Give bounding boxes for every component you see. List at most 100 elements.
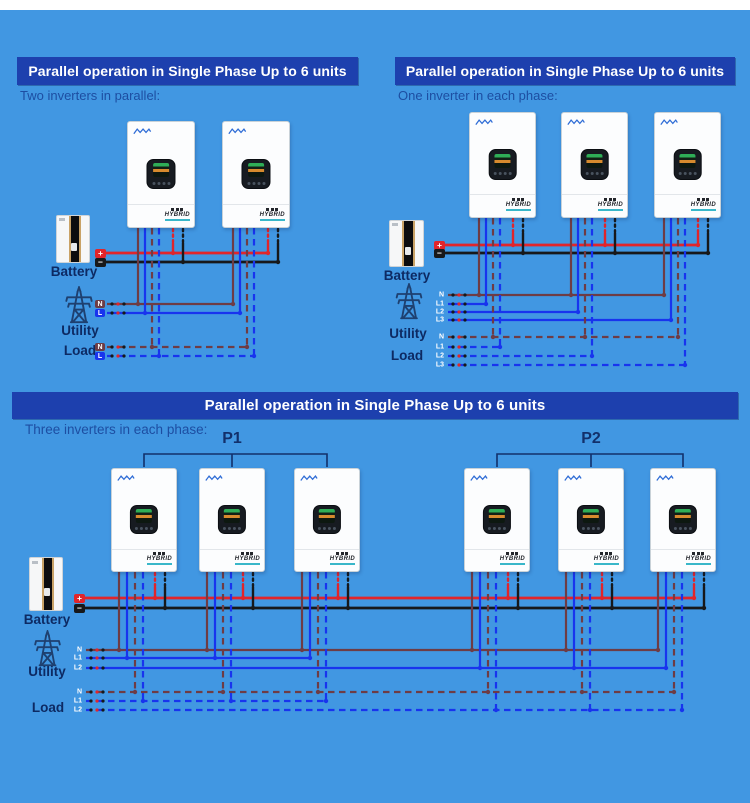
hybrid-badge: HYBRID (499, 551, 526, 565)
tagline-bar (146, 563, 173, 565)
inverter-screen (223, 509, 241, 523)
inverter-unit: HYBRID (199, 468, 265, 572)
inverter-display (146, 158, 176, 190)
wire-label: L3 (435, 316, 444, 324)
brand-glyphs-icon (686, 551, 711, 555)
brand-logo-icon (133, 127, 152, 134)
tagline-bar (234, 563, 261, 565)
tagline-bar (499, 563, 526, 565)
display-buttons-icon (582, 527, 600, 531)
display-buttons-icon (318, 527, 336, 531)
inverter-display (580, 149, 609, 180)
brand-logo-icon (567, 118, 586, 125)
utility-tower-icon (31, 628, 64, 667)
panel-seam (655, 194, 720, 196)
brand-glyphs-icon (691, 197, 716, 201)
panel-seam (562, 194, 627, 196)
tagline-bar (685, 563, 712, 565)
inverter-display (576, 504, 606, 535)
inverter-screen (135, 509, 153, 523)
panel-seam (112, 548, 176, 550)
panel-seam (559, 548, 623, 550)
subtitle-top-right: One inverter in each phase: (398, 88, 558, 103)
display-buttons-icon (152, 182, 170, 186)
inverter-unit: HYBRID (111, 468, 177, 572)
utility-caption: Utility (28, 664, 66, 679)
wire-label: L1 (435, 343, 444, 351)
subtitle-bottom: Three inverters in each phase: (25, 422, 208, 437)
wire-label: L1 (73, 654, 82, 662)
battery-stripe (68, 216, 82, 262)
hybrid-badge: HYBRID (690, 197, 717, 211)
display-buttons-icon (585, 172, 604, 176)
inverter-screen (586, 154, 603, 168)
wire-label: L1 (73, 697, 82, 705)
battery-label-mark (32, 560, 39, 564)
inverter-screen (674, 509, 692, 523)
wire-label: L1 (435, 300, 444, 308)
inverter-display (312, 504, 342, 535)
display-buttons-icon (488, 527, 506, 531)
battery-caption: Battery (383, 268, 431, 283)
inverter-screen (494, 154, 511, 168)
brand-glyphs-icon (598, 197, 623, 201)
battery-terminal-chip: − (95, 257, 106, 267)
panel-title-top-right: Parallel operation in Single Phase Up to… (395, 57, 735, 85)
tagline-bar (690, 209, 717, 211)
inverter-display (482, 504, 512, 535)
panel-seam (465, 548, 529, 550)
hybrid-label: HYBRID (259, 211, 286, 218)
battery-unit (29, 557, 63, 611)
hybrid-badge: HYBRID (164, 207, 191, 221)
inverter-display (129, 504, 159, 535)
wire-label-chip: L (95, 309, 105, 317)
brand-logo-icon (117, 474, 135, 481)
inverter-display (673, 149, 702, 180)
brand-glyphs-icon (165, 207, 190, 211)
inverter-screen (488, 509, 506, 523)
inverter-screen (152, 163, 170, 178)
tagline-bar (597, 209, 624, 211)
hybrid-label: HYBRID (690, 201, 717, 208)
brand-logo-icon (564, 474, 582, 481)
wire-label: L2 (73, 664, 82, 672)
panel-seam (651, 548, 715, 550)
hybrid-label: HYBRID (593, 555, 620, 562)
top-white-strip (0, 0, 750, 10)
tagline-bar (593, 563, 620, 565)
hybrid-label: HYBRID (499, 555, 526, 562)
brand-glyphs-icon (330, 551, 355, 555)
battery-stripe (402, 221, 415, 266)
tagline-bar (164, 219, 191, 221)
inverter-unit: HYBRID (654, 112, 721, 218)
battery-label-mark (59, 218, 66, 222)
wire-label-chip: N (95, 300, 105, 308)
brand-logo-icon (470, 474, 488, 481)
battery-display-chip (44, 588, 51, 597)
hybrid-label: HYBRID (685, 555, 712, 562)
brand-logo-icon (660, 118, 679, 125)
inverter-display (668, 504, 698, 535)
panel-title-bottom: Parallel operation in Single Phase Up to… (12, 392, 738, 419)
hybrid-badge: HYBRID (597, 197, 624, 211)
tagline-bar (505, 209, 532, 211)
subtitle-top-left: Two inverters in parallel: (20, 88, 161, 103)
battery-caption: Battery (23, 612, 71, 627)
hybrid-badge: HYBRID (685, 551, 712, 565)
tagline-bar (259, 219, 286, 221)
wire-label: L2 (435, 352, 444, 360)
hybrid-badge: HYBRID (259, 207, 286, 221)
wire-label: L2 (73, 706, 82, 714)
battery-display-chip (404, 247, 411, 256)
brand-glyphs-icon (506, 197, 531, 201)
wire-label-chip: L (95, 352, 105, 360)
battery-terminal-chip: + (95, 248, 106, 258)
wire-label: N (438, 291, 444, 299)
battery-terminal-chip: − (74, 603, 85, 613)
group-label-p1: P1 (222, 430, 242, 447)
tagline-bar (329, 563, 356, 565)
inverter-screen (247, 163, 265, 178)
panel-seam (295, 548, 359, 550)
